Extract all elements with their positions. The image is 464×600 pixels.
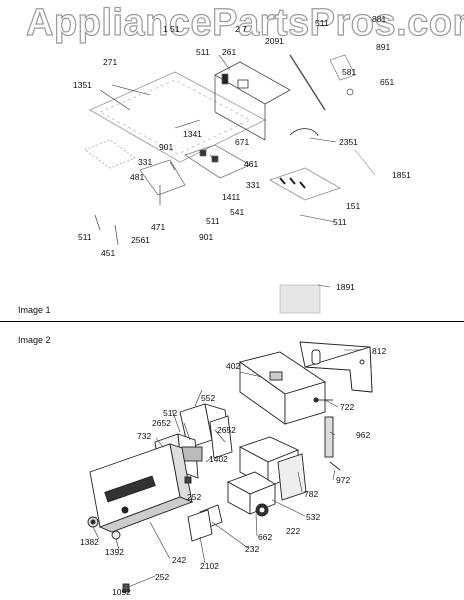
callout-label: 1351: [73, 80, 92, 90]
callout-label: 532: [306, 512, 321, 522]
callout-label: 2102: [200, 561, 219, 571]
callout-label: 881: [372, 14, 387, 24]
callout-label: 511: [333, 217, 347, 227]
callout-label: 2652: [217, 425, 236, 435]
callout-label: 331: [138, 157, 153, 167]
callout-label: 511: [78, 232, 92, 242]
callout-label: 722: [340, 402, 355, 412]
callout-label: 1392: [105, 547, 124, 557]
callout-label: 541: [230, 207, 245, 217]
callout-label: 511: [315, 18, 329, 28]
callout-label: 151: [346, 201, 361, 211]
callout-label: 812: [372, 346, 387, 356]
callout-label: 222: [286, 526, 301, 536]
image-1-label: Image 1: [18, 305, 51, 315]
callout-label: 1891: [336, 282, 355, 292]
callout-label: 782: [304, 489, 319, 499]
callout-label: 481: [130, 172, 145, 182]
exploded-view-image-2: Image 2 812 402 722 552 512 2652 2652 73…: [0, 322, 464, 600]
callout-label: 271: [103, 57, 118, 67]
callout-label: 242: [172, 555, 187, 565]
callout-label: 891: [376, 42, 391, 52]
callout-label: 511: [206, 216, 220, 226]
callout-label: 1092: [112, 587, 131, 597]
callout-label: 511: [196, 47, 210, 57]
callout-label: 1851: [392, 170, 411, 180]
callout-label: 252: [187, 492, 202, 502]
callout-label: 2561: [131, 235, 150, 245]
callout-label: 662: [258, 532, 273, 542]
image-1-drawing: [84, 54, 376, 314]
callout-label: 471: [151, 222, 166, 232]
callout-label: 261: [222, 47, 237, 57]
callout-label: 1341: [183, 129, 202, 139]
callout-label: 1402: [209, 454, 228, 464]
watermark-logo: AppliancePartsPros.com: [25, 1, 464, 44]
callout-label: 1 51: [163, 24, 180, 34]
callout-label: 901: [159, 142, 174, 152]
callout-label: 2351: [339, 137, 358, 147]
panel-divider: [0, 321, 464, 322]
callout-label: 552: [201, 393, 216, 403]
callout-label: 402: [226, 361, 241, 371]
callout-label: 461: [244, 159, 259, 169]
callout-label: 962: [356, 430, 371, 440]
callout-label: 581: [342, 67, 357, 77]
image-2-drawing: [87, 341, 373, 593]
callout-label: 1382: [80, 537, 99, 547]
callout-label: 331: [246, 180, 261, 190]
callout-label: 901: [199, 232, 214, 242]
callout-label: 972: [336, 475, 351, 485]
callout-label: 2091: [265, 36, 284, 46]
callout-label: 451: [101, 248, 116, 258]
callout-label: 1411: [222, 192, 241, 202]
exploded-view-image-1: Image 1 1 51 2 7 511 881 891 2091 261 51…: [18, 14, 411, 316]
callout-label: 252: [155, 572, 170, 582]
callout-label: 651: [380, 77, 395, 87]
callout-label: 671: [235, 137, 250, 147]
callout-label: 2652: [152, 418, 171, 428]
callout-label: 2 7: [235, 24, 247, 34]
image-2-label: Image 2: [18, 335, 51, 345]
callout-label: 232: [245, 544, 260, 554]
callout-label: 512: [163, 408, 178, 418]
callout-label: 732: [137, 431, 152, 441]
